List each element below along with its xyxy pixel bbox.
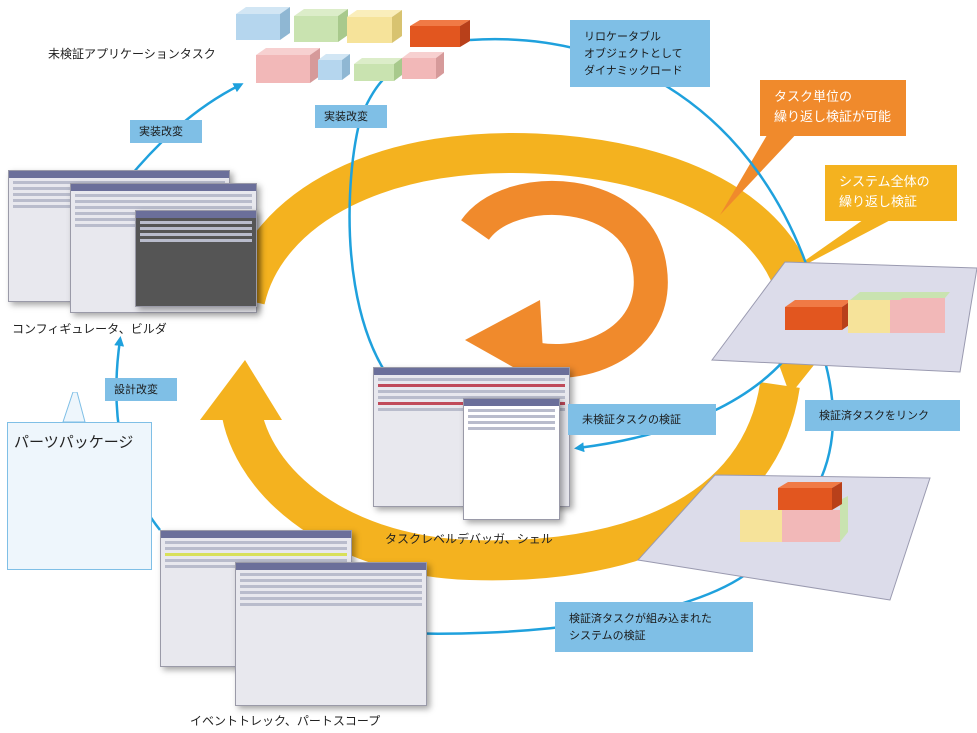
task-callout-tail xyxy=(720,130,800,215)
link-verified-box: 検証済タスクをリンク xyxy=(805,400,960,431)
system-repeat-callout: システム全体の 繰り返し検証 xyxy=(825,165,957,221)
untested-tasks-label: 未検証アプリケーションタスク xyxy=(48,47,216,61)
impl-change-box-1: 実装改変 xyxy=(130,120,202,143)
system-repeat-line-2: 繰り返し検証 xyxy=(839,195,918,210)
task-cycle-arrow xyxy=(461,180,668,379)
relocatable-box: リロケータブル オブジェクトとして ダイナミックロード xyxy=(570,20,710,87)
task-cycle-arrowhead xyxy=(465,300,545,385)
system-callout-tail xyxy=(780,215,900,278)
linked-tasks-bottom xyxy=(740,482,848,542)
configurator-label: コンフィギュレータ、ビルダ xyxy=(12,322,167,336)
parts-package-panel: パーツパッケージ xyxy=(7,422,152,570)
verify-untested-box: 未検証タスクの検証 xyxy=(568,404,716,435)
untested-task-blocks xyxy=(236,7,470,83)
task-repeat-line-2: 繰り返し検証が可能 xyxy=(774,110,892,125)
relocatable-line-2: オブジェクトとして xyxy=(584,47,683,60)
parts-package-title: パーツパッケージ xyxy=(14,433,134,451)
relocatable-line-1: リロケータブル xyxy=(584,30,661,43)
linked-tasks-top xyxy=(785,292,950,333)
task-repeat-line-1: タスク単位の xyxy=(774,90,853,105)
event-trace-label: イベントトレック、パートスコープ xyxy=(190,714,381,728)
system-cycle-arrowhead xyxy=(200,360,282,420)
debugger-screenshot-front xyxy=(463,398,560,520)
impl-change-box-2: 実装改変 xyxy=(315,105,387,128)
task-repeat-callout: タスク単位の 繰り返し検証が可能 xyxy=(760,80,906,136)
system-verify-box: 検証済タスクが組み込まれた システムの検証 xyxy=(555,602,753,652)
debugger-label: タスクレベルデバッガ、シェル xyxy=(385,532,553,546)
configurator-screenshot-dialog xyxy=(135,210,257,307)
relocatable-line-3: ダイナミックロード xyxy=(584,64,683,77)
parts-package-pointer xyxy=(62,392,86,422)
event-trace-screenshot-front xyxy=(235,562,427,706)
system-verify-line-1: 検証済タスクが組み込まれた xyxy=(569,612,712,625)
system-repeat-line-1: システム全体の xyxy=(839,175,930,190)
design-change-box: 設計改変 xyxy=(105,378,177,401)
system-verify-line-2: システムの検証 xyxy=(569,629,646,642)
